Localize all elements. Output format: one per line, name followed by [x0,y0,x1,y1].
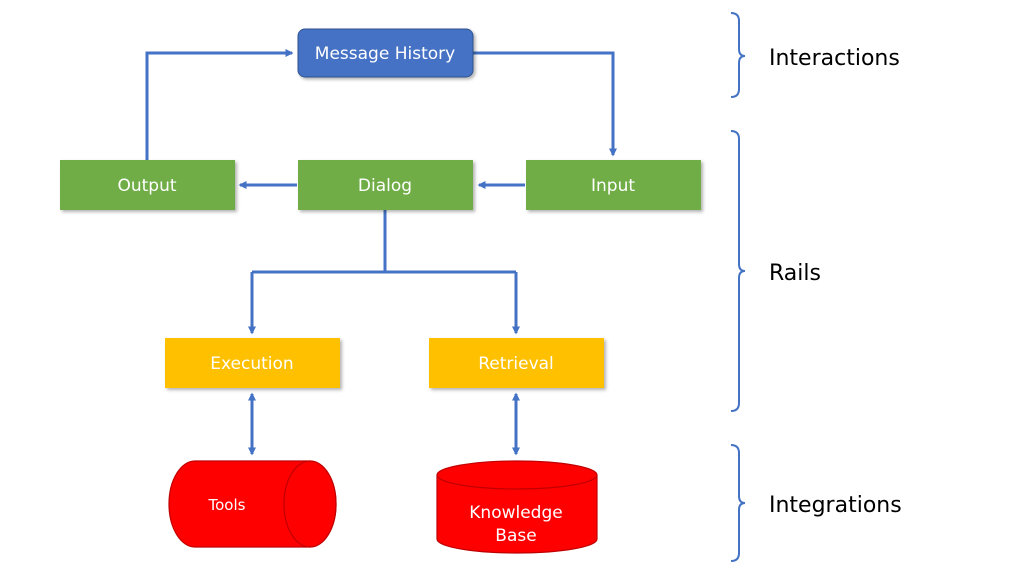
node-input [526,160,701,210]
node-output-label: Output [117,176,176,196]
arrow-output-to-message-history [145,49,294,160]
node-output [60,160,235,210]
node-retrieval [429,338,604,388]
bracket-interactions [730,12,746,98]
node-knowledge-base-label-line2: Base [495,526,536,546]
node-dialog-label: Dialog [358,176,412,196]
group-label-interactions: Interactions [769,46,900,71]
node-dialog [298,160,473,210]
bracket-rails [730,130,746,412]
node-execution-label: Execution [210,354,293,374]
node-knowledge-base-label-line1: Knowledge [469,503,562,523]
bracket-integrations [730,444,746,562]
group-label-rails: Rails [769,261,821,286]
node-execution [165,338,340,388]
node-message-history-label: Message History [315,44,455,64]
node-input-label: Input [591,176,635,196]
node-tools [168,460,337,548]
arrow-message-history-to-input [473,51,617,157]
node-retrieval-label: Retrieval [478,354,554,374]
group-label-integrations: Integrations [769,493,902,518]
node-knowledge-base [436,460,598,554]
connector-dialog-branch [252,210,516,274]
connectors [145,49,617,456]
node-message-history [297,28,474,78]
node-tools-label: Tools [208,496,246,514]
